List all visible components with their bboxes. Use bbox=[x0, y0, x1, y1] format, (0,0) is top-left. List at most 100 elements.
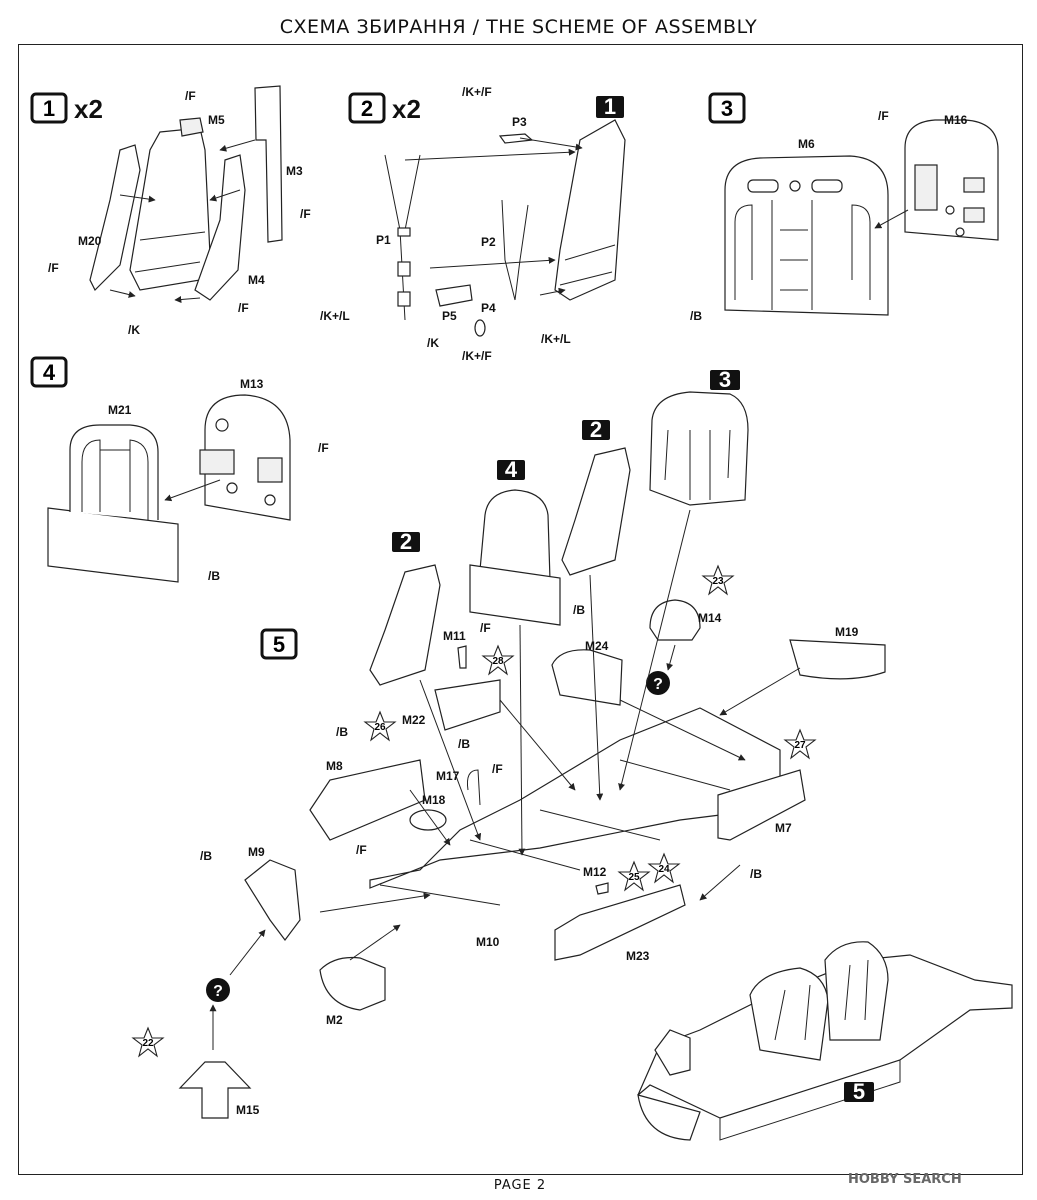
ref-badge-3 bbox=[710, 370, 740, 390]
watermark: HOBBY SEARCH bbox=[848, 1172, 962, 1187]
ref-bulkhead-3 bbox=[649, 391, 749, 506]
part-p3 bbox=[498, 133, 534, 144]
part-m18 bbox=[409, 809, 447, 831]
ref-seat-2b bbox=[369, 564, 441, 686]
unknown-mark-2 bbox=[206, 978, 230, 1002]
step-5: 5 3 2 4 2 bbox=[131, 367, 1013, 1141]
completed-cockpit bbox=[637, 941, 1013, 1141]
step-2-box bbox=[348, 92, 386, 124]
part-m12 bbox=[595, 882, 609, 895]
step-3: 3 M6 M16 /F /B bbox=[690, 92, 999, 323]
part-m9 bbox=[244, 859, 301, 941]
svg-text:2: 2 bbox=[590, 417, 602, 442]
part-m2 bbox=[319, 956, 386, 1011]
svg-text:?: ? bbox=[653, 676, 663, 693]
svg-text:3: 3 bbox=[719, 367, 731, 392]
ref-badge-1-number: 1 bbox=[604, 94, 616, 119]
ref-badge-1 bbox=[596, 96, 624, 118]
svg-text:27: 27 bbox=[794, 740, 806, 751]
step-5-box bbox=[260, 628, 298, 660]
label-m11: M11 bbox=[443, 629, 466, 643]
label-m14: M14 bbox=[698, 611, 722, 625]
step-3-number: 3 bbox=[721, 96, 733, 121]
frame-right bbox=[1022, 44, 1023, 1174]
label-m13: M13 bbox=[240, 377, 264, 391]
paint-f-m13: /F bbox=[318, 441, 329, 455]
paint-b-m24: /B bbox=[573, 603, 585, 617]
paint-b-m6: /B bbox=[690, 309, 702, 323]
label-p1: P1 bbox=[376, 233, 391, 247]
paint-kf-p3: /K+/F bbox=[462, 85, 492, 99]
label-m24: M24 bbox=[585, 639, 609, 653]
star-24: 24 bbox=[647, 852, 681, 884]
label-m20: M20 bbox=[78, 234, 102, 248]
step-1-multiplier: x2 bbox=[74, 94, 103, 124]
label-p4: P4 bbox=[481, 301, 496, 315]
label-p2: P2 bbox=[481, 235, 496, 249]
part-m5-headrest bbox=[179, 117, 204, 137]
paint-k-step1: /K bbox=[128, 323, 140, 337]
ref-bulkhead-4-base bbox=[469, 564, 561, 626]
svg-text:5: 5 bbox=[853, 1079, 865, 1104]
paint-f-m11: /F bbox=[480, 621, 491, 635]
label-m23: M23 bbox=[626, 949, 650, 963]
svg-text:26: 26 bbox=[374, 722, 386, 733]
part-m21-base bbox=[47, 507, 179, 583]
label-m7: M7 bbox=[775, 821, 792, 835]
label-m17: M17 bbox=[436, 769, 460, 783]
step-4-box bbox=[30, 356, 68, 388]
part-m5-seat-shell bbox=[129, 127, 211, 291]
part-m11 bbox=[457, 645, 467, 669]
star-26: 26 bbox=[363, 710, 397, 742]
ref-badge-2b bbox=[392, 532, 420, 552]
paint-f-m20: /F bbox=[48, 261, 59, 275]
step-2: 2 x2 1 /K+/F P3 P1 bbox=[320, 85, 626, 363]
part-m19 bbox=[789, 639, 886, 680]
svg-text:28: 28 bbox=[492, 656, 504, 667]
star-25: 25 bbox=[617, 860, 651, 892]
part-m10-floor bbox=[369, 707, 781, 889]
paint-f-m17: /F bbox=[492, 762, 503, 776]
part-m15 bbox=[178, 1061, 252, 1119]
paint-b-m8: /B bbox=[336, 725, 348, 739]
ref-seat-2a bbox=[561, 447, 631, 576]
unknown-mark-1 bbox=[646, 671, 670, 695]
paint-b-m21: /B bbox=[208, 569, 220, 583]
paint-kl-p2: /K+/L bbox=[541, 332, 571, 346]
step-5-number: 5 bbox=[273, 632, 285, 657]
label-m3: M3 bbox=[286, 164, 303, 178]
label-m4: M4 bbox=[248, 273, 265, 287]
part-p4 bbox=[474, 319, 486, 337]
label-m5: M5 bbox=[208, 113, 225, 127]
paint-b-m22: /B bbox=[458, 737, 470, 751]
ref-badge-4 bbox=[497, 460, 525, 480]
svg-text:22: 22 bbox=[142, 1038, 154, 1049]
paint-kl-p1: /K+/L bbox=[320, 309, 350, 323]
step-1: 1 x2 /F M5 M3 /F M20 /F M4 /F /K bbox=[30, 85, 311, 337]
label-m10: M10 bbox=[476, 935, 500, 949]
step-4-number: 4 bbox=[43, 360, 56, 385]
label-m8: M8 bbox=[326, 759, 343, 773]
paint-k-p5: /K bbox=[427, 336, 439, 350]
label-m22: M22 bbox=[402, 713, 426, 727]
star-23: 23 bbox=[701, 564, 735, 596]
svg-text:?: ? bbox=[213, 983, 223, 1000]
svg-text:4: 4 bbox=[505, 457, 518, 482]
label-m2: M2 bbox=[326, 1013, 343, 1027]
paint-b-m7: /B bbox=[750, 867, 762, 881]
page-number: PAGE 2 bbox=[493, 1178, 547, 1193]
part-m23 bbox=[554, 884, 686, 961]
paint-kf-p4: /K+/F bbox=[462, 349, 492, 363]
paint-f-m4: /F bbox=[238, 301, 249, 315]
paint-f-m5: /F bbox=[185, 89, 196, 103]
part-m21-frame bbox=[69, 424, 159, 520]
part-m17 bbox=[467, 769, 481, 806]
paint-f-m3: /F bbox=[300, 207, 311, 221]
step-1-number: 1 bbox=[43, 96, 55, 121]
part-m14 bbox=[649, 599, 701, 641]
part-m7 bbox=[717, 769, 806, 841]
ref-badge-2a bbox=[582, 420, 610, 440]
step-2-number: 2 bbox=[361, 96, 373, 121]
